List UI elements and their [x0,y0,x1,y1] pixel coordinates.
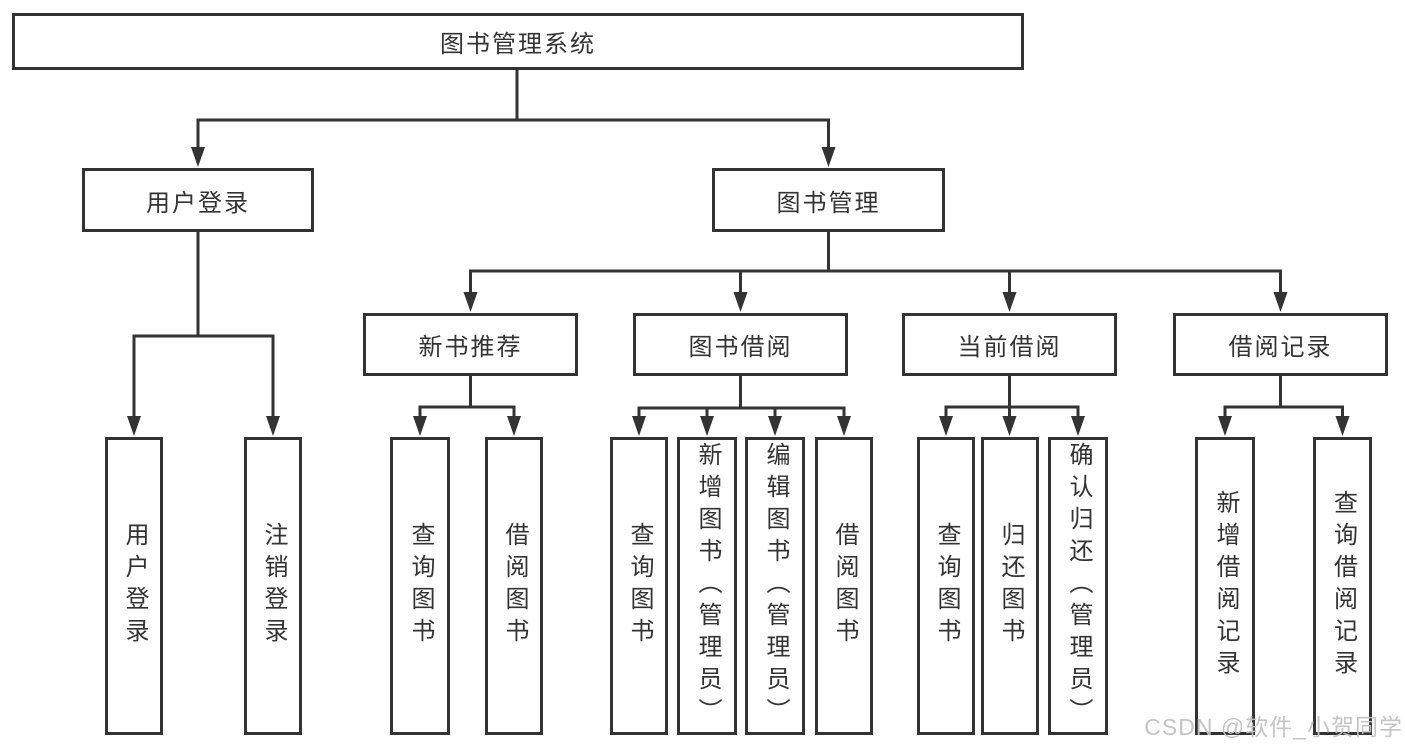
leaf-borrowing-add-books-admin: 新增图书（管理员） [677,437,737,735]
node-label: 用户登录 [121,522,148,650]
node-label: 图书管理 [776,189,881,217]
node-new-book-recommendation: 新书推荐 [363,313,578,376]
node-label: 查询图书 [626,522,653,650]
node-label: 借阅记录 [1228,334,1333,361]
leaf-borrowing-query-books: 查询图书 [610,437,668,735]
watermark: CSDN @软件_小贺同学 [1144,714,1403,740]
node-label: 新增借阅记录 [1212,490,1239,682]
node-label: 查询图书 [933,522,960,650]
leaf-records-add-record: 新增借阅记录 [1195,437,1255,735]
node-label: 图书借阅 [688,334,793,361]
leaf-current-return-books: 归还图书 [981,437,1039,735]
node-current-borrowing: 当前借阅 [902,313,1117,376]
leaf-recommend-borrow-books: 借阅图书 [485,437,543,735]
leaf-borrowing-edit-books-admin: 编辑图书（管理员） [745,437,805,735]
node-root: 图书管理系统 [12,13,1024,70]
node-label: 新增图书（管理员） [694,442,721,730]
leaf-logout: 注销登录 [244,437,302,735]
node-book-management: 图书管理 [712,168,945,232]
leaf-current-confirm-return-admin: 确认归还（管理员） [1048,437,1108,735]
node-label: 注销登录 [260,522,287,650]
leaf-borrowing-borrow-books: 借阅图书 [815,437,873,735]
node-label: 借阅图书 [831,522,858,650]
node-user-login: 用户登录 [82,168,314,232]
leaf-user-login: 用户登录 [105,437,163,735]
node-label: 图书管理系统 [440,31,596,58]
node-label: 查询借阅记录 [1329,490,1357,682]
node-book-borrowing: 图书借阅 [633,313,848,376]
node-label: 当前借阅 [957,334,1062,361]
node-label: 确认归还（管理员） [1065,442,1092,730]
node-label: 用户登录 [146,189,250,217]
node-borrowing-records: 借阅记录 [1173,313,1388,376]
leaf-current-query-books: 查询图书 [917,437,975,735]
node-label: 新书推荐 [418,334,523,361]
leaf-recommend-query-books: 查询图书 [390,437,450,735]
node-label: 归还图书 [997,522,1024,650]
node-label: 查询图书 [407,522,434,650]
node-label: 编辑图书（管理员） [762,442,789,730]
node-label: 借阅图书 [501,522,528,650]
leaf-records-query-record: 查询借阅记录 [1313,437,1372,735]
